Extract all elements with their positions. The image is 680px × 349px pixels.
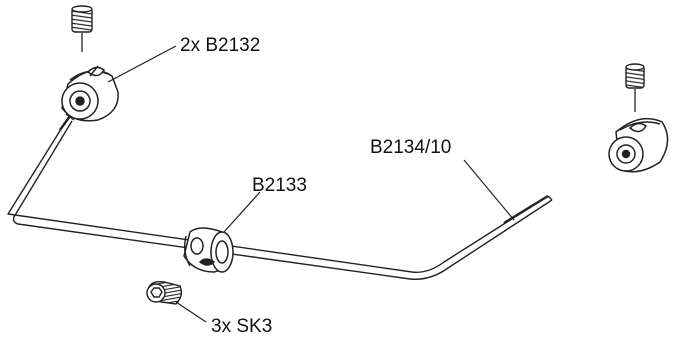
callout-rod-label: B2134/10 [370, 137, 452, 158]
leader-lines [107, 45, 515, 323]
holder-right [608, 117, 669, 173]
holder-left [61, 65, 119, 122]
set-screw-left [71, 5, 93, 52]
callout-collar-label: B2133 [252, 175, 307, 196]
callout-holder-label: 2x B2132 [180, 35, 261, 56]
callout-screw-label: 3x SK3 [211, 316, 273, 337]
collar [183, 227, 234, 273]
set-screw-right [625, 63, 645, 112]
set-screw-loose [146, 280, 183, 305]
wire-rod [7, 113, 553, 280]
